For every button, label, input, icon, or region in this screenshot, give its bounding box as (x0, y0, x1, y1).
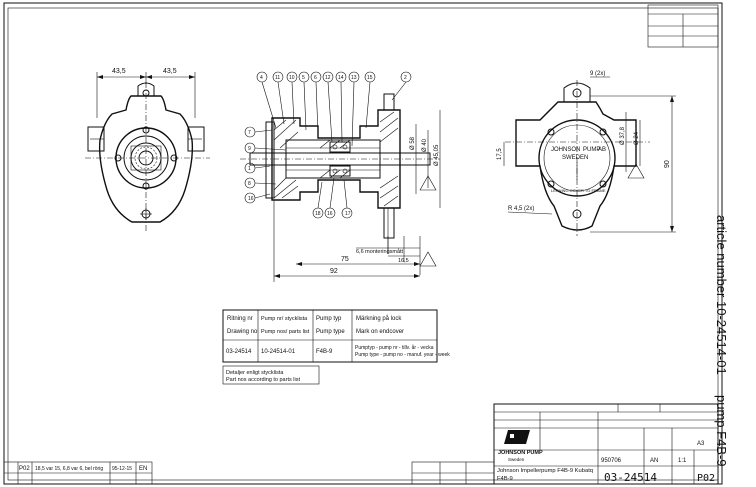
dim-16-5: 16,5 (398, 258, 409, 264)
header-mark-en: Mark on endcover (356, 329, 404, 335)
balloon-label: 6 (314, 75, 317, 81)
balloon-label: 14 (338, 75, 344, 81)
side-article-number: article number 10-24514-01 (714, 215, 729, 375)
rev-text: 18,5 var 15, 6,8 var 6, bel rörig (35, 466, 103, 472)
balloon-label: 15 (367, 75, 373, 81)
sheet-inner-border (7, 7, 719, 481)
header-pump-no-sv: Pump nr/ stycklista (261, 316, 308, 322)
header-mark-sv: Märkning på lock (356, 315, 402, 322)
header-pump-no-en: Pump nos/ parts list (261, 329, 310, 335)
sheet-border (3, 2, 723, 485)
rev-sign: EN (139, 466, 147, 472)
cell-mark-line2: Pump type - pump no - manuf. year - week (355, 352, 450, 358)
cell-drawing-no: 03-24514 (226, 349, 252, 355)
balloon-label: 2 (404, 75, 407, 81)
cover-johnson: JOHNSON (551, 147, 580, 153)
dim-right-half-width: 43,5 (163, 68, 177, 75)
johnson-pump-logo (504, 430, 530, 444)
cell-mark-line1: Pumptyp - pump nr - tillv. år - vecka (355, 344, 434, 351)
dim-75: 75 (341, 256, 349, 263)
cell-pump-type: F4B-9 (316, 349, 333, 355)
balloon-label: 10 (289, 75, 295, 81)
balloon-label: 5 (302, 75, 305, 81)
dim-mounting-note: 6,6 monteringsmått (356, 248, 404, 255)
dim-diameter-24: Ø 24 (634, 131, 640, 145)
dim-92: 92 (330, 268, 338, 275)
company-country: Sweden (508, 457, 525, 462)
note-parts-sv: Detaljer enligt stycklista (226, 370, 284, 376)
cover-ab: AB (598, 147, 606, 153)
dim-diameter-378: Ø 37,8 (620, 126, 626, 145)
info-boxes-bottom (411, 461, 495, 485)
cell-pump-no: 10-24514-01 (261, 349, 296, 355)
balloon-label: 11 (275, 75, 280, 81)
balloon-row-bottom: 18 16 17 (312, 177, 353, 219)
drawing-scale: 1:1 (678, 458, 687, 464)
balloon-label: 18 (315, 211, 321, 217)
balloon-row-top: 4 11 10 5 6 12 14 13 15 2 (256, 71, 412, 147)
drawing-title: Johnson Impellerpump F4B-9 Kubatq (497, 468, 593, 474)
dim-diameter-40: Ø 40 (422, 138, 428, 152)
title-block: JOHNSON PUMP Sweden Johnson Impellerpump… (493, 403, 719, 485)
balloon-label: 16 (248, 196, 254, 202)
side-labels: article number 10-24514-01 pump F4B-9 (712, 215, 752, 475)
drawing-revision: P02 (697, 473, 715, 484)
rev-date: 95-12-15 (112, 466, 132, 472)
dim-diameter-4505: Ø 45,05 (434, 144, 440, 166)
balloon-label: 17 (345, 211, 351, 217)
drawing-signed: AN (650, 458, 658, 464)
balloon-label: 1 (248, 166, 251, 172)
dim-17-5: 17,5 (497, 148, 503, 160)
balloon-label: 16 (327, 211, 333, 217)
note-parts-en: Part nos according to parts list (226, 377, 300, 383)
balloon-label: 8 (248, 181, 251, 187)
drawing-date: 950706 (601, 458, 622, 464)
balloon-label: 9 (248, 146, 251, 152)
balloon-label: 4 (260, 75, 263, 81)
right-end-view: JOHNSON PUMP AB SWEDEN LEKNING COVER TO … (497, 71, 676, 236)
header-pump-type-en: Pump type (316, 329, 345, 335)
parts-table: Ritning nr Drawing no Pump nr/ stycklist… (222, 309, 450, 385)
side-pump-name: pump F4B-9 (714, 395, 729, 467)
header-drawing-no-sv: Ritning nr (227, 316, 253, 322)
balloon-label: 7 (248, 130, 251, 136)
company-name: JOHNSON PUMP (498, 450, 543, 456)
drawing-subtitle: F4B-9 (497, 476, 513, 482)
rev-code: P02 (19, 466, 30, 472)
revision-block: P02 18,5 var 15, 6,8 var 6, bel rörig 95… (3, 461, 153, 485)
cover-bottom-text: LEKNING COVER TO FRAME (551, 188, 606, 193)
balloon-label: 13 (351, 75, 357, 81)
left-front-view: 43,5 43,5 (85, 68, 210, 232)
balloon-column-left: 7 9 1 8 16 (244, 126, 287, 204)
dim-diameter-58: Ø 58 (410, 136, 416, 150)
balloon-label: 12 (325, 75, 331, 81)
header-pump-type-sv: Pump typ (316, 316, 342, 322)
dim-holes-top: 9 (2x) (590, 71, 605, 77)
cover-sweden: SWEDEN (562, 155, 588, 161)
drawing-number: 03-24514 (604, 471, 657, 484)
dim-height-90: 90 (664, 160, 671, 168)
drawing-format: A3 (697, 441, 705, 447)
header-drawing-no-en: Drawing no (227, 329, 258, 335)
center-section-view: 4 11 10 5 6 12 14 13 15 2 7 9 1 8 (240, 71, 441, 282)
dim-left-half-width: 43,5 (112, 68, 126, 75)
approval-box (647, 4, 719, 48)
cover-pump: PUMP (583, 147, 600, 153)
dim-radius: R 4,5 (2x) (508, 206, 534, 212)
